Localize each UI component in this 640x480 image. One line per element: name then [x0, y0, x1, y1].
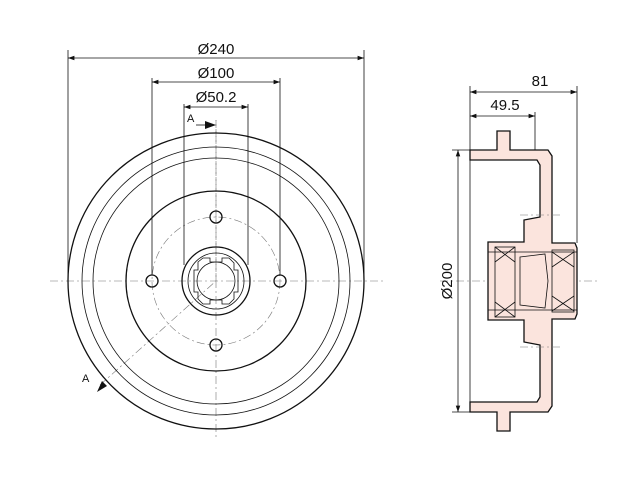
drum-braking-surface-circle — [92, 157, 340, 405]
section-arrow-top — [205, 121, 216, 129]
drum-inner-rim-circle — [81, 146, 351, 416]
section-arrow-bottom — [97, 381, 107, 392]
section-mark-bottom: A — [82, 373, 90, 385]
section-mark-top: A — [187, 113, 195, 125]
label-drum-diameter: Ø200 — [439, 263, 456, 300]
bearing-outer — [551, 249, 575, 313]
label-total-height: 81 — [532, 73, 549, 90]
bolt-circle — [151, 216, 281, 346]
label-outer-diameter: Ø240 — [198, 41, 235, 58]
center-bore-outer — [181, 246, 251, 316]
label-center-bore: Ø50.2 — [196, 89, 237, 106]
front-view: Ø240 Ø100 Ø50.2 A A — [50, 41, 385, 440]
bearing-inner — [494, 246, 516, 318]
hub-spline-profile — [193, 257, 239, 305]
bolt-hole-bottom — [209, 338, 223, 352]
label-hub-height: 49.5 — [490, 97, 519, 114]
bolt-hole-top — [209, 210, 223, 224]
hub-bore-taper — [519, 253, 549, 309]
label-bolt-circle: Ø100 — [198, 65, 235, 82]
hub-flange-circle — [125, 190, 307, 372]
drum-section-body — [469, 130, 578, 432]
section-line-a-a — [99, 280, 217, 386]
side-view: 81 49.5 Ø200 — [439, 73, 600, 432]
center-bore-ring — [187, 252, 245, 310]
